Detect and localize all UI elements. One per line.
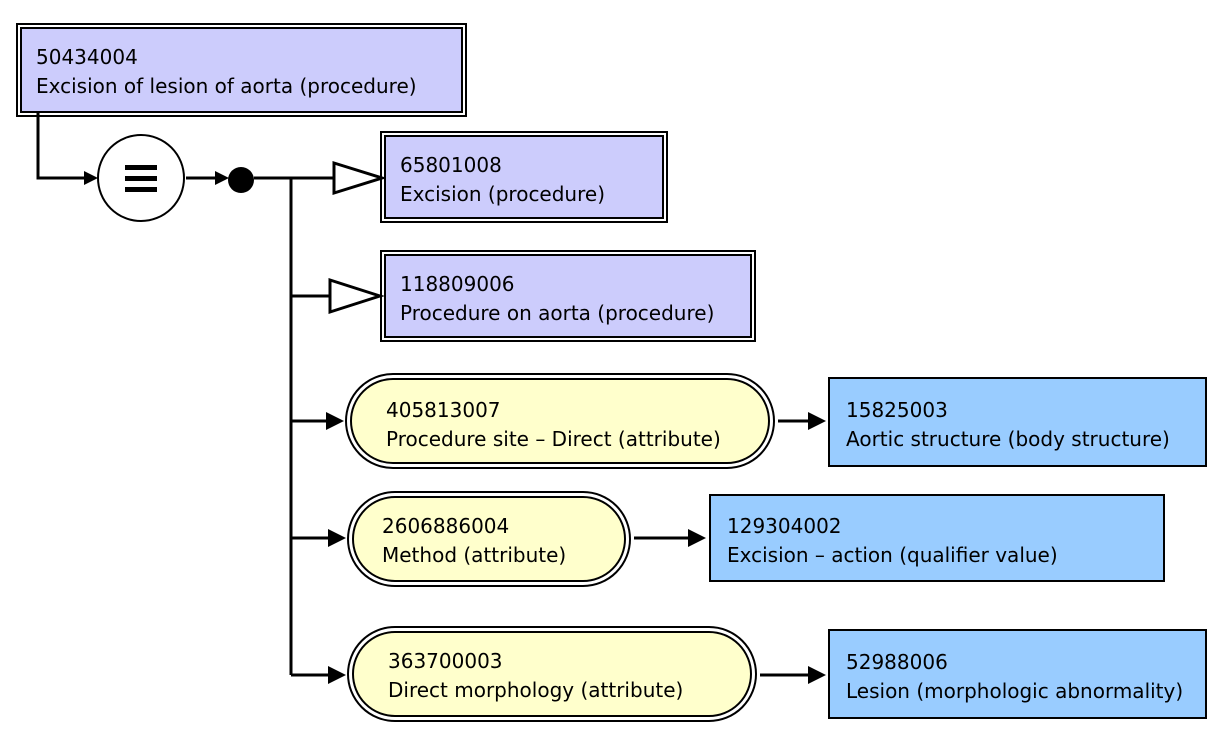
attribute-box: 363700003 Direct morphology (attribute) — [347, 626, 757, 722]
attribute-box: 2606886004 Method (attribute) — [347, 491, 631, 587]
attribute-id: 2606886004 — [382, 514, 510, 538]
arrowhead-icon — [688, 529, 706, 547]
concept-label: Excision – action (qualifier value) — [727, 543, 1058, 567]
concept-label: Excision (procedure) — [400, 182, 605, 206]
concept-label: Procedure on aorta (procedure) — [400, 301, 715, 325]
focus-connector — [36, 112, 86, 180]
conjunction-dot-icon — [228, 167, 254, 193]
arrowhead-icon — [215, 171, 229, 185]
concept-id: 52988006 — [846, 650, 948, 674]
concept-label: Lesion (morphologic abnormality) — [846, 679, 1184, 703]
arrowhead-icon — [326, 412, 344, 430]
parent-concept-box: 118809006 Procedure on aorta (procedure) — [380, 250, 756, 342]
arrowhead-icon — [328, 666, 346, 684]
arrowhead-icon — [328, 529, 346, 547]
arrowhead-icon — [808, 412, 826, 430]
parent-concept-box: 65801008 Excision (procedure) — [380, 131, 668, 223]
value-concept-box: 15825003 Aortic structure (body structur… — [828, 377, 1207, 467]
is-a-arrow-icon — [332, 160, 388, 196]
attribute-id: 405813007 — [386, 398, 501, 422]
concept-id: 15825003 — [846, 398, 948, 422]
attribute-box: 405813007 Procedure site – Direct (attri… — [345, 373, 775, 469]
concept-id: 65801008 — [400, 153, 502, 177]
attribute-label: Direct morphology (attribute) — [388, 678, 684, 702]
arrowhead-icon — [84, 171, 98, 185]
concept-id: 118809006 — [400, 272, 515, 296]
concept-id: 50434004 — [36, 45, 138, 69]
concept-id: 129304002 — [727, 514, 842, 538]
equivalent-to-icon — [97, 134, 185, 222]
value-concept-box: 52988006 Lesion (morphologic abnormality… — [828, 629, 1207, 719]
concept-label: Aortic structure (body structure) — [846, 427, 1170, 451]
focus-concept-box: 50434004 Excision of lesion of aorta (pr… — [16, 23, 467, 117]
value-concept-box: 129304002 Excision – action (qualifier v… — [709, 494, 1165, 582]
attribute-id: 363700003 — [388, 649, 503, 673]
concept-label: Excision of lesion of aorta (procedure) — [36, 74, 417, 98]
is-a-arrow-icon — [328, 277, 385, 315]
attribute-label: Method (attribute) — [382, 543, 567, 567]
arrowhead-icon — [808, 666, 826, 684]
attribute-label: Procedure site – Direct (attribute) — [386, 427, 721, 451]
